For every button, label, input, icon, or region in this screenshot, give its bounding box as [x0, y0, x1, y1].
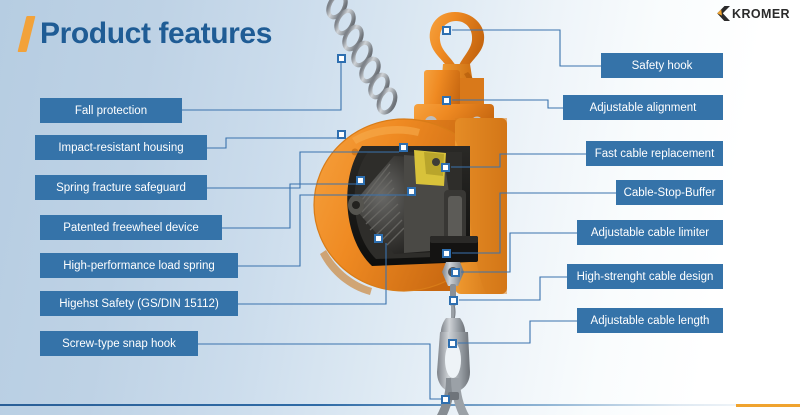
kromer-logo: KROMER: [716, 6, 790, 21]
spring-drum-cutaway: [347, 146, 470, 266]
callout-marker-right-1[interactable]: [442, 26, 451, 35]
callout-label-right-3[interactable]: Fast cable replacement: [586, 141, 723, 166]
connector-left-4: [222, 183, 356, 229]
callout-label-right-6[interactable]: High-strenght cable design: [567, 264, 723, 289]
connector-left-1: [182, 62, 342, 111]
callout-marker-right-7[interactable]: [448, 339, 457, 348]
callout-label-left-2[interactable]: Impact-resistant housing: [35, 135, 207, 160]
callout-label-left-6[interactable]: Higehst Safety (GS/DIN 15112): [40, 291, 238, 316]
callout-label-left-1[interactable]: Fall protection: [40, 98, 182, 123]
callout-marker-right-2[interactable]: [442, 96, 451, 105]
callout-marker-left-3[interactable]: [399, 143, 408, 152]
page-title-text: Product features: [40, 17, 272, 50]
callout-marker-left-2[interactable]: [337, 130, 346, 139]
callout-label-left-5[interactable]: High-performance load spring: [40, 253, 238, 278]
callout-marker-left-5[interactable]: [407, 187, 416, 196]
callout-label-left-4[interactable]: Patented freewheel device: [40, 215, 222, 240]
callout-label-right-7[interactable]: Adjustable cable length: [577, 308, 723, 333]
kromer-chevron-icon: [717, 6, 731, 21]
callout-marker-right-6[interactable]: [449, 296, 458, 305]
connector-left-7: [198, 343, 441, 400]
callout-label-right-5[interactable]: Adjustable cable limiter: [577, 220, 723, 245]
connector-right-4: [452, 192, 616, 254]
callout-marker-right-5[interactable]: [451, 268, 460, 277]
callout-label-right-4[interactable]: Cable-Stop-Buffer: [616, 180, 723, 205]
connector-right-6: [459, 276, 567, 301]
connector-right-5: [461, 232, 577, 273]
callout-label-right-1[interactable]: Safety hook: [601, 53, 723, 78]
callout-marker-left-7[interactable]: [441, 395, 450, 404]
suspension-chain: [326, 0, 398, 115]
page-title: Product features: [17, 16, 272, 52]
connector-right-7: [458, 320, 577, 344]
connector-left-5: [238, 194, 407, 267]
callout-label-left-3[interactable]: Spring fracture safeguard: [35, 175, 207, 200]
kromer-logo-text: KROMER: [732, 6, 790, 21]
connector-left-2: [207, 137, 337, 149]
callout-marker-left-6[interactable]: [374, 234, 383, 243]
callout-label-right-2[interactable]: Adjustable alignment: [563, 95, 723, 120]
callout-label-left-7[interactable]: Screw-type snap hook: [40, 331, 198, 356]
connector-right-1: [452, 29, 601, 67]
connector-right-3: [451, 153, 586, 168]
connector-left-3: [207, 151, 399, 189]
callout-marker-left-4[interactable]: [356, 176, 365, 185]
connector-right-2: [452, 99, 563, 109]
bottom-rule-accent: [736, 404, 800, 407]
callout-marker-right-4[interactable]: [442, 249, 451, 258]
connector-left-6: [238, 243, 387, 305]
callout-marker-left-1[interactable]: [337, 54, 346, 63]
callout-marker-right-3[interactable]: [441, 163, 450, 172]
bottom-rule: [0, 404, 800, 406]
